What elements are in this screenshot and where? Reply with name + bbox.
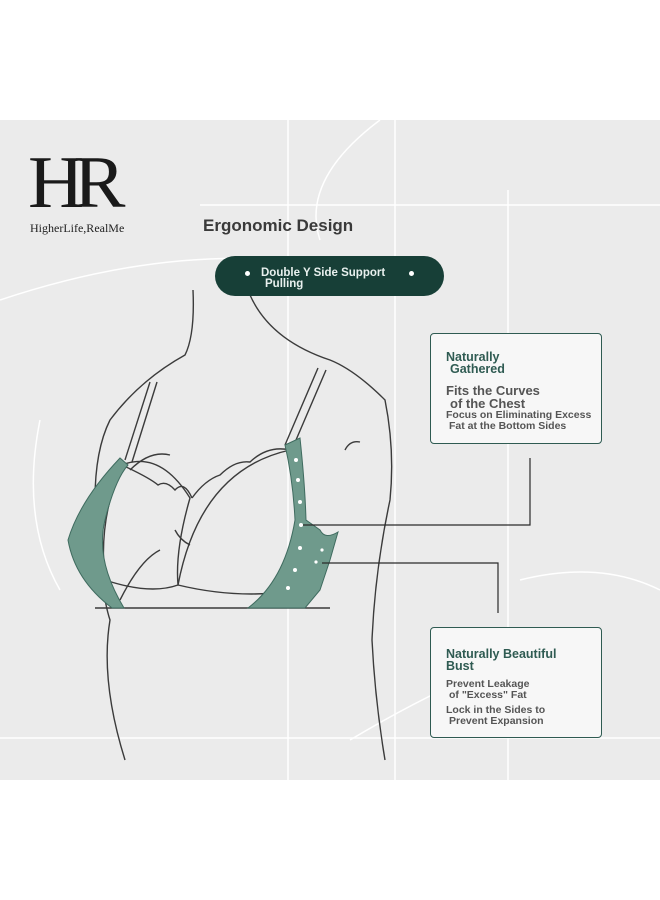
page-title: Ergonomic Design — [203, 216, 354, 235]
callout-lines — [303, 458, 531, 613]
callout-detail-line: of "Excess" Fat — [449, 689, 527, 701]
stitch-dots — [286, 458, 324, 590]
bullet-dot-icon — [245, 271, 250, 276]
callout-sub-line: of the Chest — [450, 396, 526, 411]
side-support-bands — [67, 437, 339, 609]
illustration — [0, 120, 660, 780]
feature-pill: Double Y Side Support Pulling — [215, 256, 444, 296]
callout-sub-line: Fits the Curves — [446, 383, 540, 398]
callout-detail-line: Focus on Eliminating Excess — [446, 409, 592, 421]
callout-box-beautiful: Naturally Beautiful Bust Prevent Leakage… — [430, 627, 602, 738]
callout-box-gathered: Naturally Gathered Fits the Curves of th… — [430, 333, 602, 444]
callout-detail-line: Lock in the Sides to — [446, 704, 546, 716]
product-panel: HR HigherLife,RealMe Ergonomic Design Do… — [0, 120, 660, 780]
brand-tagline: HigherLife,RealMe — [30, 221, 125, 235]
callout-detail-line: Prevent Leakage — [446, 678, 530, 690]
callout-heading-line-2: Bust — [446, 659, 474, 673]
body-outline — [94, 289, 393, 761]
callout-detail-line: Prevent Expansion — [449, 715, 544, 727]
callout-heading-line-1: Naturally Beautiful — [446, 647, 557, 661]
pill-line-2: Pulling — [265, 278, 304, 290]
callout-heading-line-2: Gathered — [450, 362, 505, 376]
callout-heading-line-1: Naturally — [446, 350, 500, 364]
callout-detail-line: Fat at the Bottom Sides — [449, 420, 567, 432]
pill-line-1: Double Y Side Support — [261, 267, 386, 279]
bra-straps — [124, 367, 327, 463]
bullet-dot-icon — [409, 271, 414, 276]
brand-logo: HR — [28, 142, 125, 224]
